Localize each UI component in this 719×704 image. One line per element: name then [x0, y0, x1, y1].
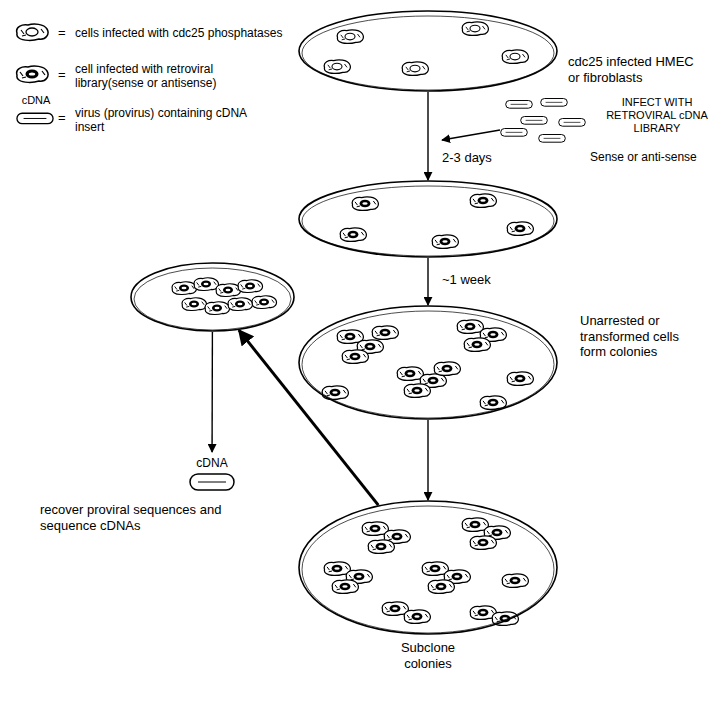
- step-note: INFECT WITH RETROVIRAL cDNA LIBRARY: [600, 96, 714, 136]
- node-outline: [130, 262, 295, 332]
- node-label: Unarrested or transformed cells form col…: [580, 313, 708, 360]
- node-label: cdc25 infected HMEC or fibroblasts: [568, 54, 708, 85]
- plate-rim: [131, 263, 294, 331]
- plate-rim: [299, 501, 557, 634]
- cdna-provirus: cDNA: [182, 452, 242, 494]
- flow-arrow: [427, 258, 428, 305]
- node-outline: [298, 180, 558, 258]
- step-note: Sense or anti-sense: [590, 150, 714, 164]
- culture-plate: [298, 180, 558, 258]
- plate-inner-rim: [134, 268, 291, 330]
- culture-plate: cdc25 infected HMEC or fibroblasts: [298, 10, 558, 92]
- legend-icons: [17, 24, 53, 124]
- equals-sign: =: [58, 25, 72, 41]
- plate-inner-rim: [302, 311, 554, 418]
- node-outline: [298, 10, 558, 92]
- equals-sign: =: [58, 110, 72, 126]
- plate-4-colonies: [324, 518, 528, 626]
- flow-arrow: [211, 332, 213, 452]
- plate-rim: [299, 181, 557, 257]
- equals-sign: =: [58, 67, 72, 83]
- node-outline: [298, 305, 558, 420]
- edge-label: ~1 week: [440, 272, 493, 288]
- node-label: Subclone colonies: [388, 640, 468, 671]
- subclone-plate-cells: [172, 278, 276, 315]
- plate-1-cells: [324, 22, 528, 76]
- plate-inner-rim: [302, 186, 554, 256]
- plate-inner-rim: [302, 16, 554, 90]
- node-outline: [298, 500, 558, 635]
- culture-plate: Unarrested or transformed cells form col…: [298, 305, 558, 420]
- subclone-plate: [130, 262, 295, 332]
- node-label: cDNA: [182, 456, 242, 470]
- virus-capsule: [190, 474, 234, 490]
- plate-rim: [299, 11, 557, 91]
- flow-arrow: [239, 330, 378, 505]
- plate-2-cells: [340, 194, 533, 249]
- plate-rim: [299, 306, 557, 419]
- flow-arrow: [427, 420, 428, 500]
- step-note: recover proviral sequences and sequence …: [40, 502, 240, 533]
- plate-inner-rim: [302, 506, 554, 633]
- icon-label: cDNA: [16, 94, 56, 107]
- legend-text: cells infected with cdc25 phosphatases: [75, 26, 315, 40]
- virus-insert: [198, 482, 226, 483]
- legend-text: cell infected with retroviral library(se…: [75, 62, 255, 91]
- plate-3-colonies: [322, 320, 533, 410]
- edge-label: 2-3 days: [440, 150, 494, 166]
- culture-plate: Subclone colonies: [298, 500, 558, 635]
- virus-library-cluster: [442, 99, 585, 143]
- flow-arrow: [427, 92, 428, 180]
- legend-text: virus (provirus) containing cDNA insert: [75, 106, 255, 135]
